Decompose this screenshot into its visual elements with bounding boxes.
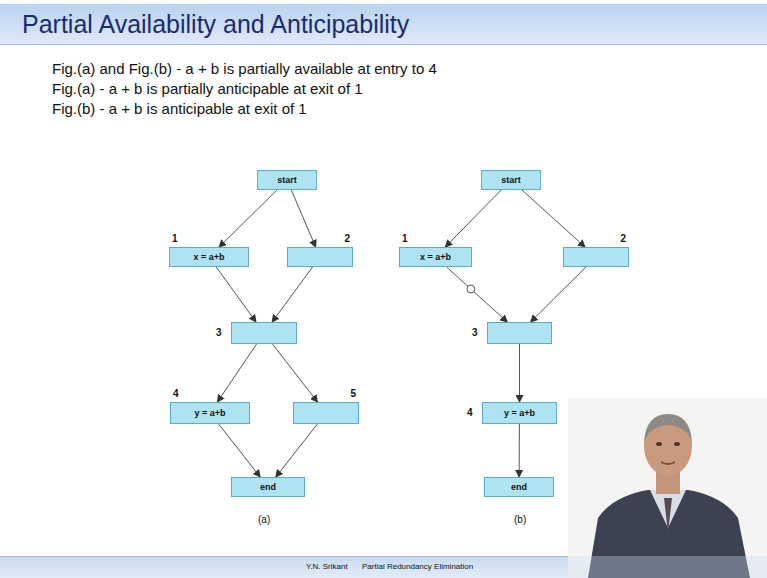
control-flow-edge [519,424,520,477]
block-number: 3 [216,327,222,338]
control-flow-edge [276,424,318,477]
block-number: 1 [172,233,178,244]
block-statement: end [232,482,304,492]
note-line: Fig.(b) - a + b is anticipable at exit o… [52,100,307,117]
block-statement: start [258,175,316,185]
block-number: 5 [350,388,356,399]
control-flow-edge [519,344,520,402]
slide-title: Partial Availability and Anticipability [22,10,409,39]
note-line: Fig.(a) - a + b is partially anticipable… [52,80,363,97]
control-flow-edge [219,190,277,247]
flow-block: 1x = a+b [399,247,472,267]
control-flow-edge [522,190,585,247]
control-flow-edge [219,424,261,477]
block-statement: y = a+b [483,408,556,418]
block-number: 4 [173,388,179,399]
block-number: 2 [344,233,350,244]
flow-block: 2 [563,247,629,267]
flow-block: end [484,477,554,497]
block-number: 3 [472,327,478,338]
block-statement: x = a+b [400,252,471,262]
block-statement: y = a+b [171,408,249,418]
flow-block: 3 [231,322,297,344]
control-flow-edge [272,267,313,322]
footer-author: Y.N. Srikant [306,562,348,571]
presenter-photo [568,398,767,578]
flow-block: 4y = a+b [170,402,250,424]
control-flow-edge [216,267,256,322]
block-number: 4 [467,407,473,418]
figure-caption: (b) [514,514,526,525]
program-point [467,285,475,293]
control-flow-edge [217,344,256,402]
flow-block: 1x = a+b [169,247,249,267]
note-line: Fig.(a) and Fig.(b) - a + b is partially… [52,60,437,77]
flow-block: start [257,170,317,190]
footer-talk: Partial Redundancy Elimination [362,562,473,571]
figure-caption: (a) [258,514,270,525]
control-flow-edge [273,344,318,402]
control-flow-edge [447,267,508,322]
block-number: 2 [620,233,626,244]
block-number: 1 [402,233,408,244]
block-statement: start [482,175,540,185]
flow-block: 5 [293,402,359,424]
block-statement: x = a+b [170,252,248,262]
block-statement: end [485,482,553,492]
control-flow-edge [291,190,315,247]
control-flow-edge [445,190,501,247]
flow-block: end [231,477,305,497]
flow-block: start [481,170,541,190]
flow-block: 4y = a+b [482,402,557,424]
control-flow-edge [531,267,586,322]
flow-block: 2 [287,247,353,267]
flow-block: 3 [487,322,552,344]
